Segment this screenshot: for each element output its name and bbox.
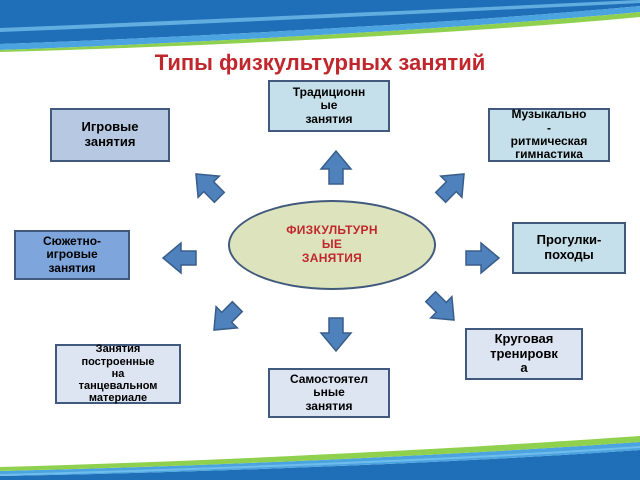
node-walks-label: Прогулки- походы	[536, 232, 602, 262]
node-dance-label: Занятия построенные на танцевальном мате…	[78, 343, 158, 405]
arrow-left-icon	[161, 241, 197, 275]
decorative-top-wave	[0, 0, 640, 52]
node-story: Сюжетно- игровые занятия	[14, 230, 130, 280]
node-walks: Прогулки- походы	[512, 222, 626, 274]
arrow-down-right-icon	[424, 290, 455, 321]
center-label: ФИЗКУЛЬТУРН ЫЕ ЗАНЯТИЯ	[286, 223, 378, 265]
node-traditional-label: Традиционн ые занятия	[292, 84, 366, 126]
node-musical: Музыкально - ритмическая гимнастика	[488, 107, 610, 162]
node-dance: Занятия построенные на танцевальном мате…	[55, 343, 181, 405]
decorative-bottom-wave	[0, 436, 640, 480]
node-story-label: Сюжетно- игровые занятия	[42, 233, 102, 275]
arrow-down-left-icon	[213, 300, 244, 331]
arrow-down-icon	[319, 317, 353, 353]
arrow-up-icon	[319, 149, 353, 185]
node-game-label: Игровые занятия	[81, 119, 139, 149]
node-musical-label: Музыкально - ритмическая гимнастика	[510, 107, 588, 162]
node-independent-label: Самостоятел ьные занятия	[289, 371, 369, 413]
center-ellipse: ФИЗКУЛЬТУРН ЫЕ ЗАНЯТИЯ	[228, 200, 436, 290]
arrow-right-icon	[465, 241, 501, 275]
diagram-title: Типы физкультурных занятий	[154, 50, 486, 75]
node-circuit-label: Круговая тренировк а	[490, 331, 558, 376]
node-independent: Самостоятел ьные занятия	[268, 368, 390, 418]
arrow-up-right-icon	[434, 173, 465, 204]
node-circuit: Круговая тренировк а	[465, 328, 583, 380]
arrow-up-left-icon	[195, 173, 226, 204]
node-game: Игровые занятия	[50, 108, 170, 162]
node-traditional: Традиционн ые занятия	[268, 80, 390, 132]
